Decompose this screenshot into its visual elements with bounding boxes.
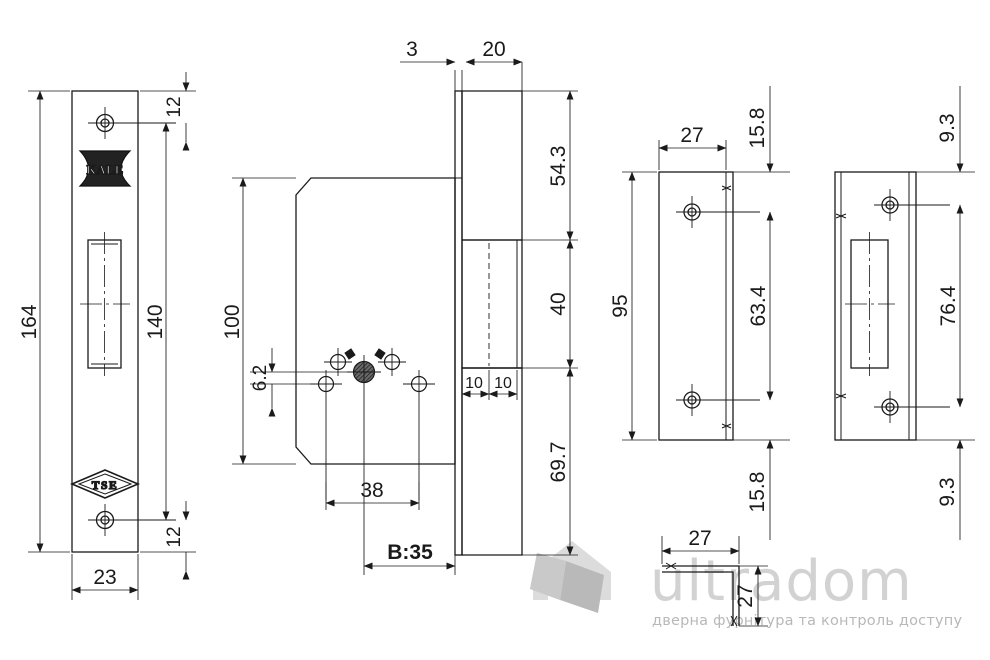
dim-faceplate-width: 23 bbox=[93, 566, 116, 589]
dim-strike-flat-top-margin: 15.8 bbox=[746, 108, 769, 149]
dim-faceplate-top-margin: 12 bbox=[164, 96, 185, 117]
dim-faceplate-length: 164 bbox=[18, 304, 41, 339]
dim-bolt-step-right: 10 bbox=[494, 375, 512, 392]
dim-strike-flat-length: 95 bbox=[609, 294, 632, 317]
dim-strike-slotted-hole-centres: 76.4 bbox=[937, 285, 960, 326]
dim-case-to-spindle: 6.2 bbox=[250, 365, 271, 391]
dim-top-to-bolt: 54.3 bbox=[547, 146, 570, 187]
dim-faceplate-bottom-margin: 12 bbox=[164, 526, 185, 547]
watermark-tagline: дверна фурнітура та контроль доступу bbox=[652, 613, 962, 629]
faceplate-dimensions: 164 140 12 12 23 bbox=[18, 72, 196, 600]
lock-fixing-hole-upper-right bbox=[374, 348, 406, 376]
strike-plate-slotted-dimensions: 76.4 9.3 9.3 bbox=[916, 86, 975, 540]
angle-bracket-dimensions: 27 27 bbox=[661, 527, 768, 627]
dim-forend-thickness: 3 bbox=[406, 38, 418, 61]
dim-strike-flat-hole-centres: 63.4 bbox=[747, 285, 770, 326]
view-faceplate: KALE TSE bbox=[69, 90, 176, 553]
watermark-brand: ultradom bbox=[650, 549, 913, 614]
strike-flat-hole-top bbox=[676, 196, 760, 228]
strike-flat-outline bbox=[658, 171, 734, 441]
dim-faceplate-hole-centres: 140 bbox=[144, 304, 167, 339]
brand-mark-kale: KALE bbox=[78, 150, 132, 187]
strike-flat-hole-bottom bbox=[676, 384, 760, 416]
lock-fixing-hole-lower-right bbox=[403, 370, 435, 500]
dim-strike-slotted-top-margin: 9.3 bbox=[936, 113, 959, 142]
strike-slotted-outline bbox=[834, 171, 917, 441]
dim-body-height: 100 bbox=[221, 304, 244, 339]
dim-bolt-step-left: 10 bbox=[465, 375, 483, 392]
dim-strike-flat-width: 27 bbox=[680, 124, 703, 147]
brand-mark-tse: TSE bbox=[69, 469, 141, 499]
dim-angle-leg-vertical: 27 bbox=[734, 584, 757, 607]
strike-slotted-hole-top bbox=[874, 189, 950, 221]
dim-fixing-hole-spacing: 38 bbox=[360, 479, 383, 502]
dim-bolt-to-bottom: 69.7 bbox=[547, 442, 570, 483]
strike-slotted-hole-bottom bbox=[874, 391, 950, 423]
faceplate-outline bbox=[71, 90, 139, 553]
watermark: ultradom дверна фурнітура та контроль до… bbox=[530, 541, 962, 629]
faceplate-bolt-aperture bbox=[80, 232, 130, 376]
view-strike-plate-flat bbox=[658, 171, 760, 441]
dim-strike-slotted-bottom-margin: 9.3 bbox=[936, 477, 959, 506]
brand-mark-tse-label: TSE bbox=[92, 480, 119, 492]
dim-angle-leg-horizontal: 27 bbox=[688, 527, 711, 550]
dim-bolt-projection: 20 bbox=[482, 38, 505, 61]
dim-strike-flat-bottom-margin: 15.8 bbox=[746, 472, 769, 513]
lock-body-dimensions: 100 6.2 38 B:35 3 20 54.3 40 bbox=[221, 38, 578, 575]
lock-fixing-hole-upper-left bbox=[324, 348, 356, 376]
dim-backset: B:35 bbox=[387, 541, 433, 564]
brand-mark-kale-label: KALE bbox=[86, 163, 123, 177]
dim-bolt-height: 40 bbox=[547, 292, 570, 315]
angle-bracket-inner bbox=[662, 571, 734, 626]
view-strike-plate-slotted bbox=[834, 171, 950, 441]
strike-plate-flat-dimensions: 27 95 63.4 15.8 15.8 bbox=[609, 86, 790, 540]
